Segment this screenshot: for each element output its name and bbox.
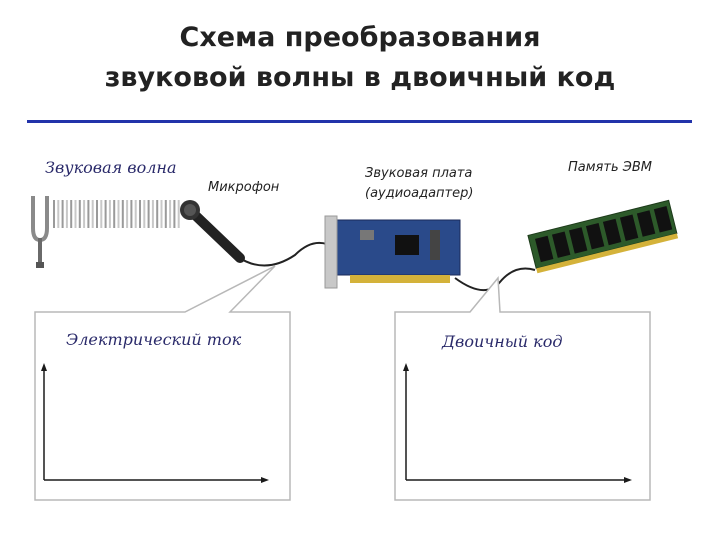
wave-stripe [83, 200, 86, 228]
wave-stripe [164, 200, 167, 228]
sound-wave-icon [53, 200, 180, 228]
label-microphone: Микрофон [208, 180, 280, 195]
wave-stripe [169, 200, 172, 228]
title-divider [27, 120, 692, 123]
wave-stripe [87, 200, 90, 228]
memory-chip [585, 222, 605, 250]
label-binary-code: Двоичный код [442, 332, 563, 351]
wave-stripe [147, 200, 150, 228]
memory-chip [602, 218, 622, 246]
wave-stripe [126, 200, 129, 228]
wave-stripe [61, 200, 64, 228]
wave-stripe [156, 200, 159, 228]
cable-mic-to-card [237, 241, 336, 267]
wave-stripe [113, 200, 116, 228]
memory-chip [551, 231, 571, 258]
label-sound-wave: Звуковая волна [45, 158, 177, 177]
wave-stripe [53, 200, 55, 228]
label-sound-card: Звуковая плата (аудиоадаптер) [365, 164, 473, 204]
sound-card-icon [324, 215, 461, 289]
wave-stripe [151, 200, 154, 228]
memory-chip [636, 210, 656, 237]
memory-chip [534, 235, 554, 263]
wave-stripe [117, 200, 120, 228]
cable-card-to-memory [454, 267, 536, 291]
label-sound-card-line-2: (аудиоадаптер) [365, 186, 474, 201]
title-line-2: звуковой волны в двоичный код [104, 62, 616, 93]
label-electric-current: Электрический ток [66, 330, 242, 349]
wave-stripe [74, 200, 77, 228]
memory-module-icon [527, 199, 679, 274]
wave-stripe [108, 200, 111, 228]
callout-binary-code [394, 276, 651, 501]
wave-stripe [177, 200, 180, 228]
title-line-1: Схема преобразования [179, 22, 541, 53]
wave-stripe [65, 200, 68, 228]
wave-stripe [121, 200, 124, 228]
wave-stripe [100, 200, 103, 228]
wave-stripe [134, 200, 137, 228]
wave-stripe [104, 200, 107, 228]
wave-stripe [160, 200, 163, 228]
wave-stripe [78, 200, 81, 228]
label-memory: Память ЭВМ [568, 160, 652, 175]
wave-stripe [91, 200, 94, 228]
slide-title: Схема преобразования звуковой волны в дв… [0, 18, 720, 98]
callout-electric-current [34, 265, 291, 501]
memory-chip [619, 214, 639, 241]
wave-stripe [70, 200, 73, 228]
current-graph-axes [41, 363, 269, 483]
memory-chip [568, 227, 588, 254]
label-sound-card-line-1: Звуковая плата [365, 166, 473, 181]
binary-graph-axes [403, 363, 632, 483]
wave-stripe [143, 200, 146, 228]
wave-stripe [57, 200, 60, 228]
wave-stripe [173, 200, 176, 228]
wave-stripe [130, 200, 133, 228]
wave-stripe [96, 200, 98, 228]
memory-chip [653, 206, 673, 233]
microphone-icon [180, 200, 245, 263]
wave-stripe [139, 200, 141, 228]
tuning-fork-icon [31, 196, 49, 268]
